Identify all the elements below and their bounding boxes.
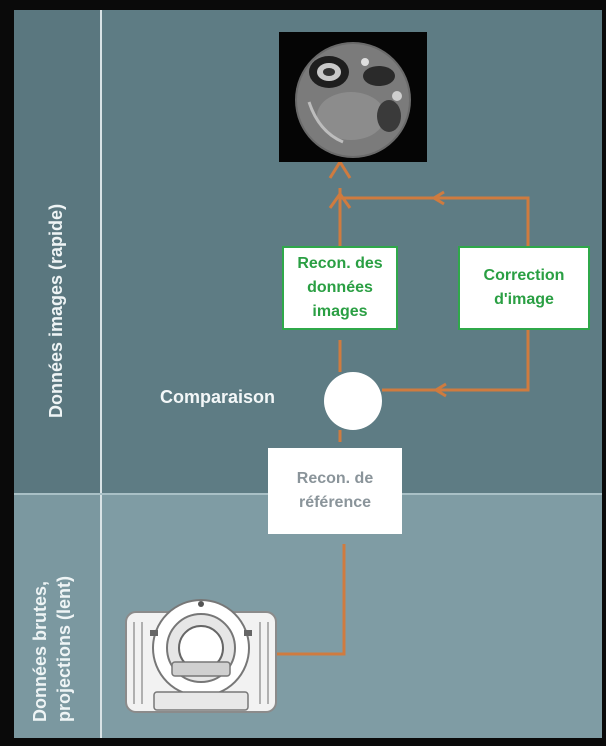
image-correction-box: Correction d'image [458, 246, 590, 330]
image-data-label-strip [14, 10, 100, 494]
image-data-reconstruction-line2: données [307, 279, 373, 296]
arrowhead-top-loop [431, 190, 445, 206]
image-to-correction-line [340, 196, 530, 248]
arrowhead-recon-up [328, 191, 352, 209]
arrowhead-to-image [328, 159, 352, 179]
image-data-reconstruction-box: Recon. des données images [282, 246, 398, 330]
image-data-reconstruction-line3: images [312, 303, 368, 320]
raw-data-zone [14, 494, 602, 738]
correction-to-comparison-line [382, 330, 530, 392]
iterative-reconstruction-diagram: Données images (rapide) Données brutes, … [14, 10, 602, 738]
reference-reconstruction-line2: référence [298, 494, 372, 511]
raw-data-label-strip [14, 494, 100, 738]
ct-scanner-icon [125, 599, 277, 713]
ct-scan-image [279, 32, 427, 162]
image-correction-line1: Correction [483, 267, 565, 284]
ct-scan-image-graphic [295, 42, 411, 158]
reference-reconstruction-line1: Recon. de [296, 470, 374, 487]
arrowhead-bottom-loop [433, 382, 447, 398]
reference-reconstruction-box: Recon. de référence [268, 448, 402, 534]
image-correction-line2: d'image [494, 291, 554, 308]
flow-arrows [272, 159, 530, 656]
scanner-to-reference-line [272, 544, 346, 656]
vertical-divider [100, 10, 102, 738]
comparison-label: Comparaison [160, 387, 276, 407]
image-data-reconstruction-line1: Recon. des [297, 255, 383, 272]
comparison-node [324, 372, 382, 430]
